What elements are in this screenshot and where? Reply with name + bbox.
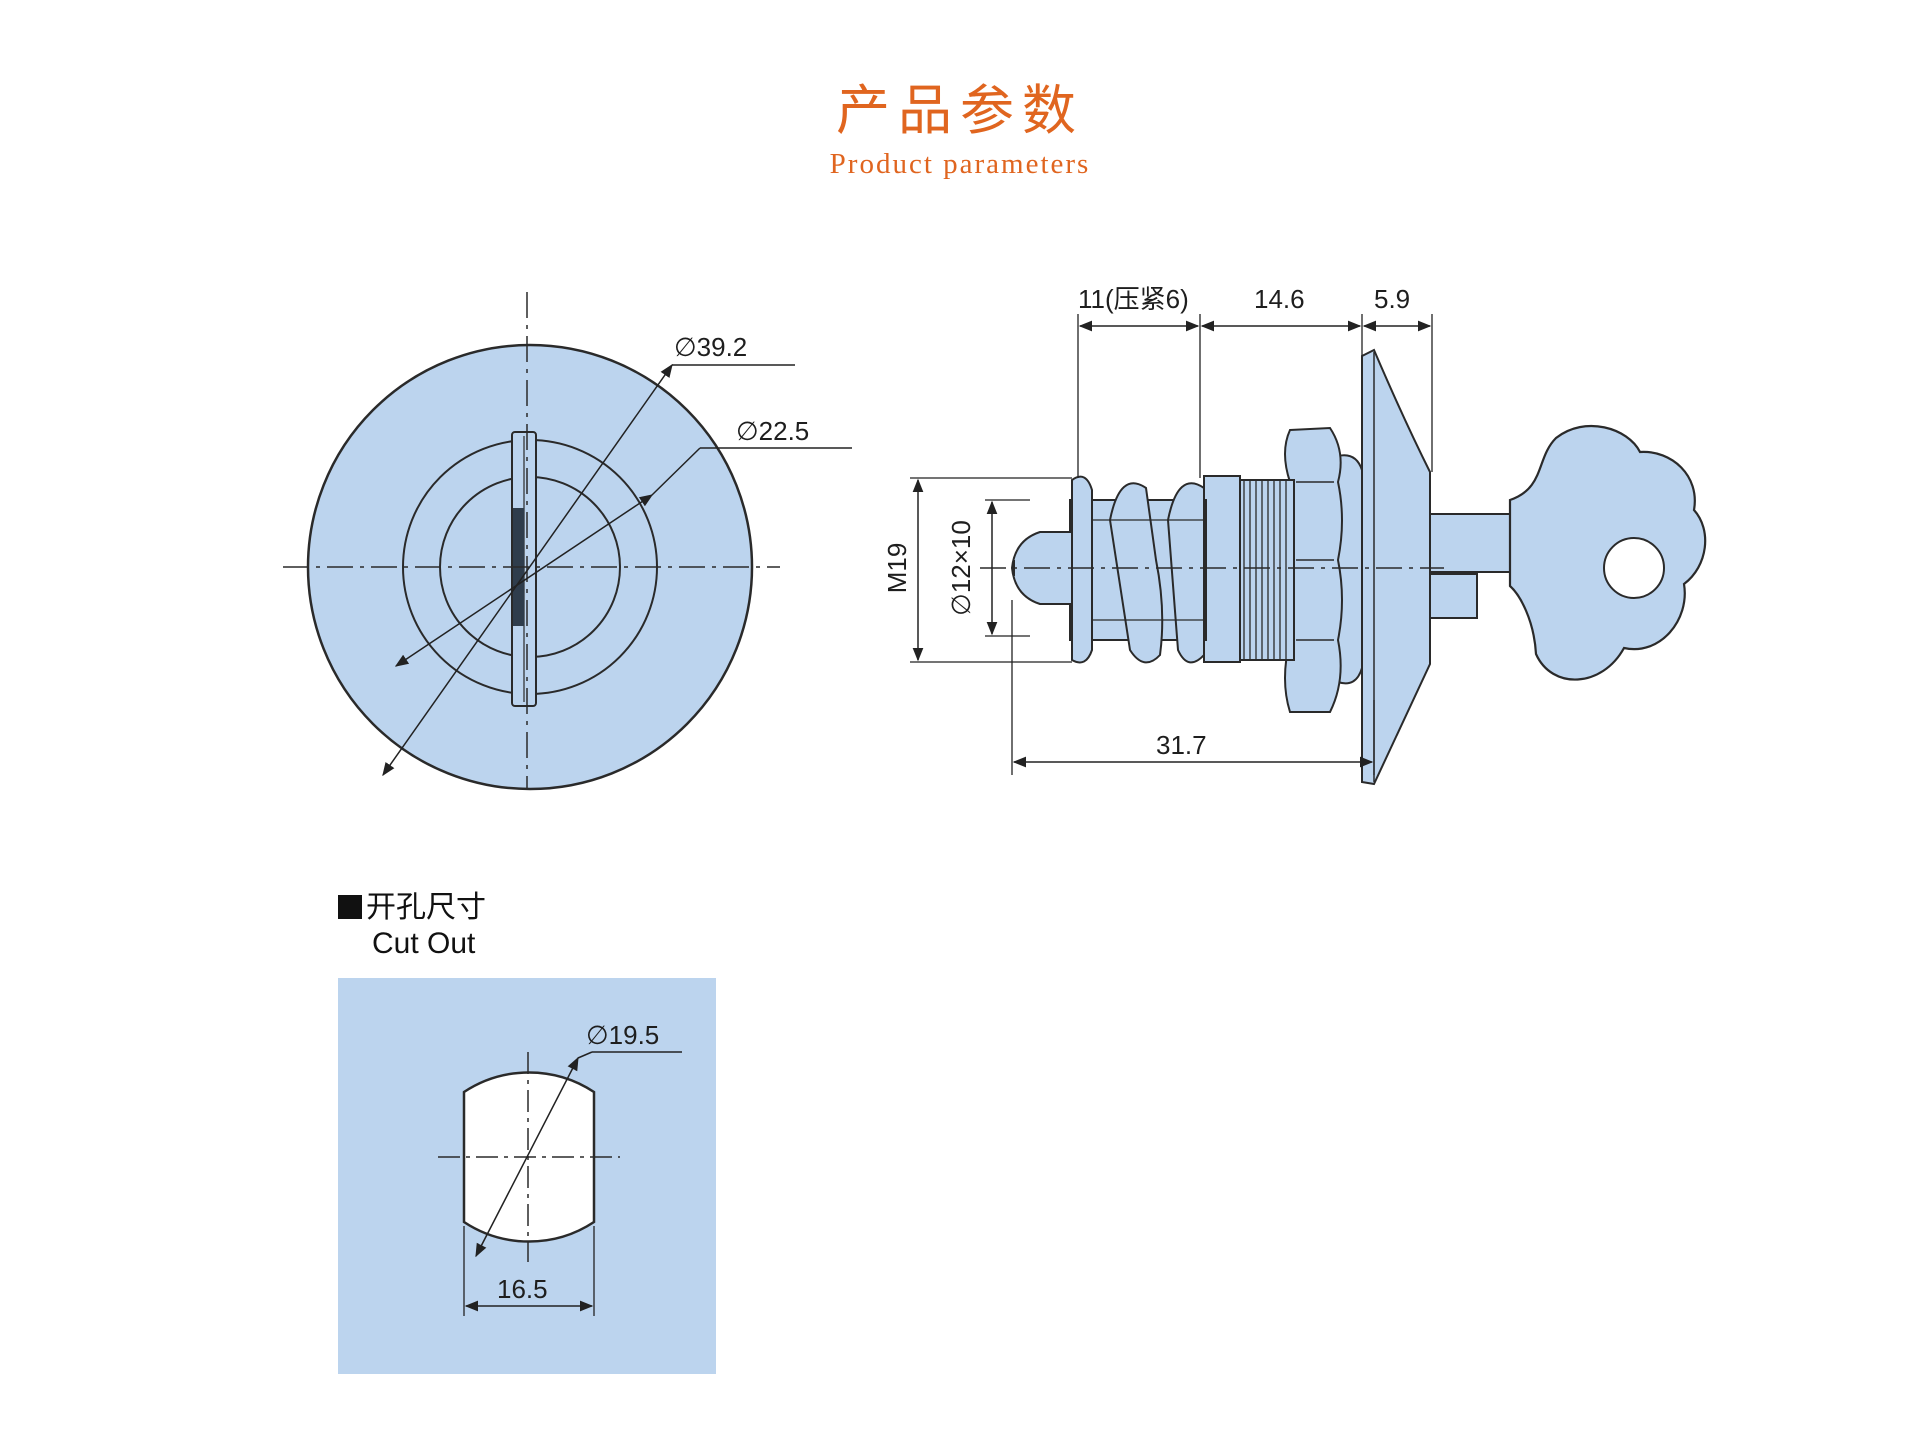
key-hole [1603, 537, 1665, 599]
cutout-heading: 开孔尺寸 Cut Out [338, 890, 486, 962]
cutout-title-en: Cut Out [372, 927, 476, 960]
dim-compression-label: 11(压紧6) [1078, 284, 1189, 314]
cutout-width-label: 16.5 [497, 1274, 548, 1304]
front-dia-inner-leader [394, 494, 654, 667]
side-view: 11(压紧6) 14.6 5.9 31.7 M19 ∅12×10 [882, 284, 1707, 786]
dim-m19-label: M19 [882, 543, 912, 594]
side-spring [1071, 475, 1205, 664]
page-title: 产品参数 [836, 79, 1084, 142]
cutout-title-cn: 开孔尺寸 [366, 891, 486, 924]
cutout-diameter-label: ∅19.5 [586, 1020, 659, 1050]
dim-thread-label: 14.6 [1254, 284, 1305, 314]
dim-cam-label: ∅12×10 [946, 520, 976, 616]
front-inner-diameter-label: ∅22.5 [736, 416, 809, 446]
cutout-view: ∅19.5 16.5 [338, 978, 716, 1374]
front-outer-diameter-label: ∅39.2 [674, 332, 747, 362]
key [1419, 424, 1707, 681]
side-flange [1361, 348, 1431, 786]
square-bullet-icon [338, 895, 362, 919]
dim-flange-label: 5.9 [1374, 284, 1410, 314]
cutout-dia-leader [475, 1056, 579, 1258]
front-view: ∅39.2 ∅22.5 [283, 292, 852, 791]
dim-total-length-label: 31.7 [1156, 730, 1207, 760]
thread-lines [1243, 480, 1287, 660]
page-subtitle: Product parameters [829, 148, 1091, 180]
